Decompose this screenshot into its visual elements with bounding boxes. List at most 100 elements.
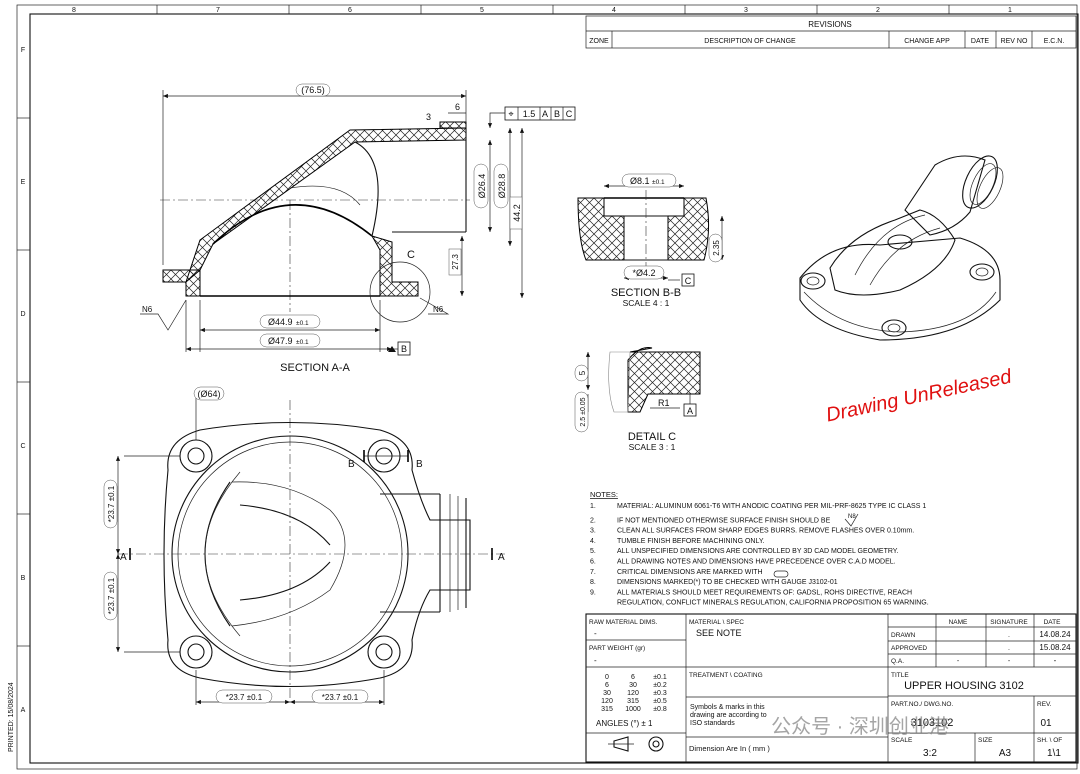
note-text: REGULATION, CONFLICT MINERALS REGULATION… xyxy=(617,600,929,607)
notes-heading: NOTES: xyxy=(590,490,618,499)
sign-row-signature: - xyxy=(1008,658,1011,665)
note-text: DIMENSIONS MARKED(*) TO BE CHECKED WITH … xyxy=(617,579,838,586)
sign-row-date: 14.08.24 xyxy=(1039,630,1071,639)
title-label: TITLE xyxy=(891,672,909,679)
zone-column-label: 7 xyxy=(216,7,220,14)
sign-header-signature: SIGNATURE xyxy=(990,619,1028,626)
zone-column-label: 8 xyxy=(72,7,76,14)
section-a-right-label: A xyxy=(498,552,505,563)
tol-value: ±0.3 xyxy=(653,690,667,697)
note-number: 3. xyxy=(590,528,596,535)
datum-c-flag: C xyxy=(685,276,692,286)
rev-header-change-app: CHANGE APP xyxy=(904,38,950,45)
sign-row-label: Q.A. xyxy=(891,658,904,665)
sheet-label: SH. \ OF xyxy=(1037,737,1062,744)
zone-row-label: C xyxy=(20,443,25,450)
dim-detail-5: 5 xyxy=(578,370,587,375)
zone-row-label: D xyxy=(20,311,25,318)
dim-detail-2-5: 2.5 ±0.05 xyxy=(580,397,587,426)
tol-value: ±0.8 xyxy=(653,706,667,713)
dim-vertical-2: *23.7 ±0.1 xyxy=(107,577,116,614)
size-value: A3 xyxy=(999,748,1012,759)
dim-27-3: 27.3 xyxy=(451,254,460,270)
scale-label: SCALE xyxy=(891,737,913,744)
dim-overall-length: (76.5) xyxy=(301,85,325,95)
rev-label: REV. xyxy=(1037,701,1052,708)
rev-header-zone: ZONE xyxy=(589,38,609,45)
section-bb-title: SECTION B-B xyxy=(611,287,681,299)
dim-dia-4-2: *Ø4.2 xyxy=(632,268,655,278)
dim-horizontal-1: *23.7 ±0.1 xyxy=(226,693,263,702)
size-label: SIZE xyxy=(978,737,993,744)
plan-view: *23.7 ±0.1 *23.7 ±0.1 *23.7 ±0.1 *23.7 ±… xyxy=(103,386,505,705)
dim-3: 3 xyxy=(426,112,431,122)
tol-from: 315 xyxy=(601,706,613,713)
zone-column-label: 1 xyxy=(1008,7,1012,14)
tol-from: 0 xyxy=(605,674,609,681)
note-text: CLEAN ALL SURFACES FROM SHARP EDGES BURR… xyxy=(617,528,914,535)
note-number: 9. xyxy=(590,589,596,596)
note-text: ALL MATERIALS SHOULD MEET REQUIREMENTS O… xyxy=(617,589,912,596)
note-text: CRITICAL DIMENSIONS ARE MARKED WITH xyxy=(617,569,763,576)
part-weight-value: - xyxy=(594,656,597,665)
sheet-value: 1\1 xyxy=(1047,748,1061,759)
scale-value: 3:2 xyxy=(923,748,937,759)
dim-dia-26: Ø26.4 xyxy=(477,174,487,199)
dim-dia-28: Ø28.8 xyxy=(497,174,507,199)
drawing-title: UPPER HOUSING 3102 xyxy=(904,680,1024,692)
part-weight-label: PART WEIGHT (gr) xyxy=(589,645,645,652)
note-number: 6. xyxy=(590,559,596,566)
dim-2-35: 2.35 xyxy=(712,240,721,256)
note-finish-symbol: N8 xyxy=(848,514,856,520)
watermark-text: 公众号 · 深圳创业港 xyxy=(771,715,949,738)
finish-right: N6 xyxy=(433,305,444,314)
part-number: 3103102 xyxy=(911,717,954,729)
dim-dia-47-9: Ø47.9 xyxy=(268,336,293,346)
sign-header-date: DATE xyxy=(1044,619,1062,626)
projection-symbol-icon xyxy=(608,736,664,752)
iso-note-line: Symbols & marks in this xyxy=(690,704,765,711)
part-no-label: PART.NO./ DWG.NO. xyxy=(891,701,953,708)
datum-b-flag: B xyxy=(401,344,407,354)
section-b-left-label: B xyxy=(348,459,355,470)
detail-c-callout: C xyxy=(407,249,415,261)
angles-tolerance: ANGLES (°) ± 1 xyxy=(596,719,653,728)
zone-row-label: E xyxy=(21,179,26,186)
raw-material-label: RAW MATERIAL DIMS. xyxy=(589,619,658,626)
detail-radius: R1 xyxy=(658,398,670,408)
note-text: ALL DRAWING NOTES AND DIMENSIONS HAVE PR… xyxy=(617,559,896,566)
zone-row-label: B xyxy=(21,575,26,582)
tol-from: 120 xyxy=(601,698,613,705)
gdt-datum-b: B xyxy=(554,109,560,119)
detail-c-scale: SCALE 3 : 1 xyxy=(629,442,676,452)
title-block: RAW MATERIAL DIMS. - PART WEIGHT (gr) - … xyxy=(585,613,1077,763)
dim-6: 6 xyxy=(455,102,460,112)
notes-block: NOTES: N8 1.MATERIAL: ALUMINUM 6061-T6 W… xyxy=(590,490,929,607)
gdt-position-frame: ⌖ 1.5 A B C xyxy=(487,106,576,128)
isometric-view xyxy=(799,155,1004,341)
rev-header-description: DESCRIPTION OF CHANGE xyxy=(704,38,796,45)
note-number: 7. xyxy=(590,569,596,576)
dim-dia-8-1-tol: ±0.1 xyxy=(652,179,665,186)
revisions-title: REVISIONS xyxy=(808,20,852,29)
section-a-left-label: A xyxy=(120,552,127,563)
zone-column-label: 5 xyxy=(480,7,484,14)
note-number: 4. xyxy=(590,538,596,545)
rev-header-rev-no: REV NO xyxy=(1001,38,1028,45)
gdt-datum-a: A xyxy=(542,109,548,119)
dim-dia-47-9-tol: ±0.1 xyxy=(296,339,309,346)
dim-dia-8-1: Ø8.1 xyxy=(630,176,650,186)
note-text: TUMBLE FINISH BEFORE MACHINING ONLY. xyxy=(617,538,765,545)
section-aa-title: SECTION A-A xyxy=(280,362,350,374)
section-bb-view: Ø8.1 ±0.1 *Ø4.2 C 2.35 SECTION B-B SCALE… xyxy=(577,173,725,308)
dim-dia-64: (Ø64) xyxy=(197,389,220,399)
sign-row-signature: . xyxy=(1008,632,1010,639)
gdt-tolerance: 1.5 xyxy=(523,109,536,119)
tol-from: 6 xyxy=(605,682,609,689)
sign-row-label: DRAWN xyxy=(891,632,916,639)
finish-left: N6 xyxy=(142,305,153,314)
